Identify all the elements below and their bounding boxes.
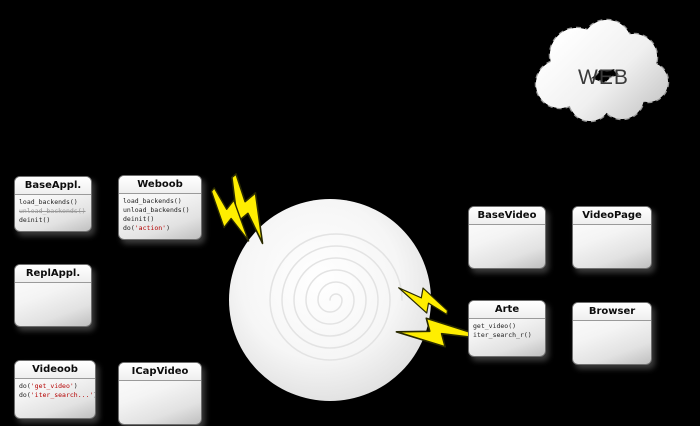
class-title-baseappl: BaseAppl.	[15, 177, 91, 195]
method-line: deinit()	[19, 216, 51, 224]
method-text-segment: do(	[19, 382, 31, 390]
class-title-videoob: Videoob	[15, 361, 95, 379]
class-title-icapvideo: ICapVideo	[119, 363, 201, 381]
class-box-weboob: Weboob load_backends() unload_backends()…	[118, 175, 202, 240]
method-line: load_backends()	[123, 197, 182, 205]
class-body-videopage	[573, 225, 651, 268]
method-text-segment: )	[166, 224, 170, 232]
spiral-icon	[269, 233, 403, 361]
class-title-videopage: VideoPage	[573, 207, 651, 225]
class-body-replappl	[15, 283, 91, 326]
method-text-segment: do(	[123, 224, 135, 232]
method-text-segment: do(	[19, 391, 31, 399]
method-line: do('action')	[123, 224, 197, 233]
method-line: deinit()	[123, 215, 155, 223]
class-box-videoob: Videoob do('get_video') do('iter_search.…	[14, 360, 96, 419]
web-cloud: WEB	[534, 18, 670, 123]
method-text-segment: )	[93, 391, 95, 399]
class-title-basevideo: BaseVideo	[469, 207, 545, 225]
class-body-weboob: load_backends() unload_backends() deinit…	[119, 194, 201, 239]
spiral-portal	[229, 199, 431, 401]
class-box-icapvideo: ICapVideo	[118, 362, 202, 425]
class-body-basevideo	[469, 225, 545, 268]
method-line: load_backends()	[19, 198, 78, 206]
class-title-arte: Arte	[469, 301, 545, 319]
class-title-browser: Browser	[573, 303, 651, 321]
class-body-baseappl: load_backends() unload_backends() deinit…	[15, 195, 91, 231]
method-line: do('get_video')	[19, 382, 91, 391]
class-box-videopage: VideoPage	[572, 206, 652, 269]
method-line: get_video()	[473, 322, 517, 330]
method-text-segment: 'iter_search...'	[30, 391, 94, 399]
class-body-icapvideo	[119, 381, 201, 424]
class-body-arte: get_video() iter_search_r()	[469, 319, 545, 356]
class-title-weboob: Weboob	[119, 176, 201, 194]
method-text-segment: 'get_video'	[30, 382, 74, 390]
method-line: iter_search_r()	[473, 331, 532, 339]
class-box-replappl: ReplAppl.	[14, 264, 92, 327]
class-title-replappl: ReplAppl.	[15, 265, 91, 283]
class-body-videoob: do('get_video') do('iter_search...')	[15, 379, 95, 418]
class-box-arte: Arte get_video() iter_search_r()	[468, 300, 546, 357]
method-text-segment: 'action'	[134, 224, 167, 232]
class-box-basevideo: BaseVideo	[468, 206, 546, 269]
method-line: unload_backends()	[19, 207, 86, 215]
class-box-browser: Browser	[572, 302, 652, 365]
method-line: do('iter_search...')	[19, 391, 95, 400]
web-cloud-label: WEB	[578, 66, 629, 89]
class-body-browser	[573, 321, 651, 364]
class-box-baseappl: BaseAppl. load_backends() unload_backend…	[14, 176, 92, 232]
method-line: unload_backends()	[123, 206, 190, 214]
method-text-segment: )	[73, 382, 78, 390]
